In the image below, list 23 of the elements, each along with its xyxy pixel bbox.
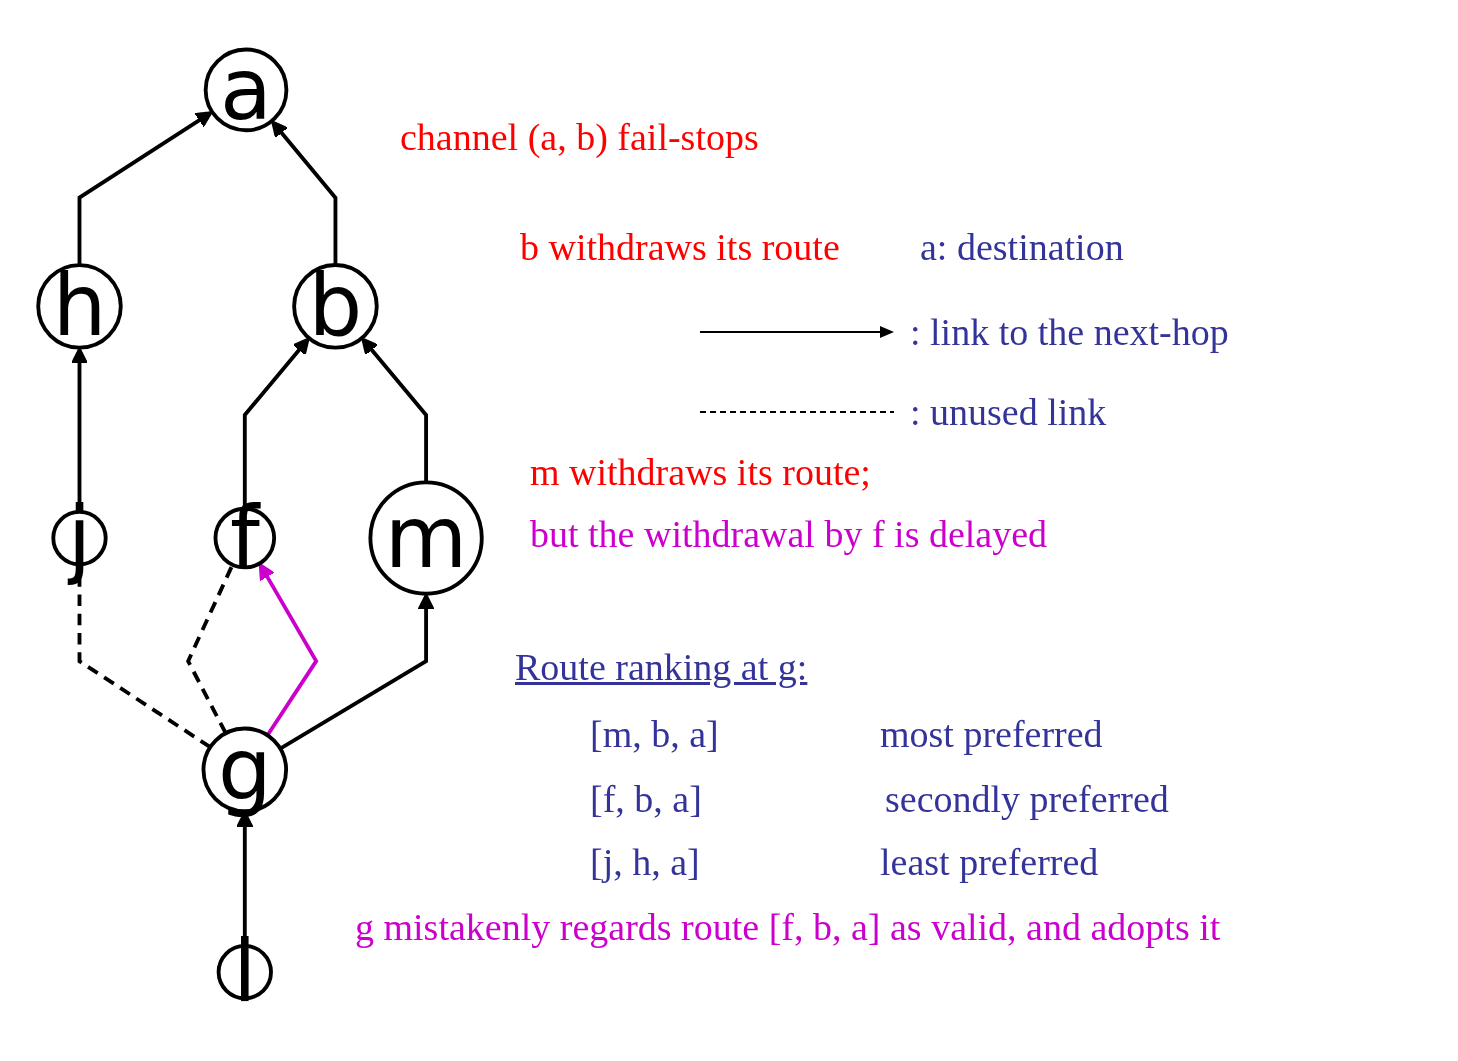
arrow bbox=[77, 110, 213, 265]
note-text: a: destination bbox=[920, 225, 1124, 269]
node-circle: h bbox=[36, 262, 123, 350]
table-cell: [j, h, a] bbox=[590, 840, 700, 884]
arrow bbox=[271, 119, 338, 265]
node-circle: b bbox=[292, 262, 379, 350]
arrow bbox=[258, 562, 319, 736]
table-cell: secondly preferred bbox=[885, 777, 1169, 821]
note-text: b withdraws its route bbox=[520, 225, 840, 269]
node-circle: a bbox=[203, 47, 289, 132]
note-text: but the withdrawal by f is delayed bbox=[530, 512, 1048, 556]
note-text: g mistakenly regards route [f, b, a] as valid, and adopts it bbox=[355, 905, 1221, 949]
note-text: m withdraws its route; bbox=[530, 450, 871, 494]
table-cell: least preferred bbox=[880, 840, 1099, 884]
arrow bbox=[361, 336, 428, 482]
table-cell: [m, b, a] bbox=[590, 712, 719, 756]
legend-text: : unused link bbox=[910, 390, 1107, 434]
table-cell: [f, b, a] bbox=[590, 777, 702, 821]
legend-text: : link to the next-hop bbox=[910, 310, 1229, 354]
node-circle: m bbox=[368, 479, 484, 596]
note-text: channel (a, b) fail-stops bbox=[400, 115, 759, 159]
table-cell: most preferred bbox=[880, 712, 1103, 756]
heading: Route ranking at g: bbox=[515, 645, 808, 689]
